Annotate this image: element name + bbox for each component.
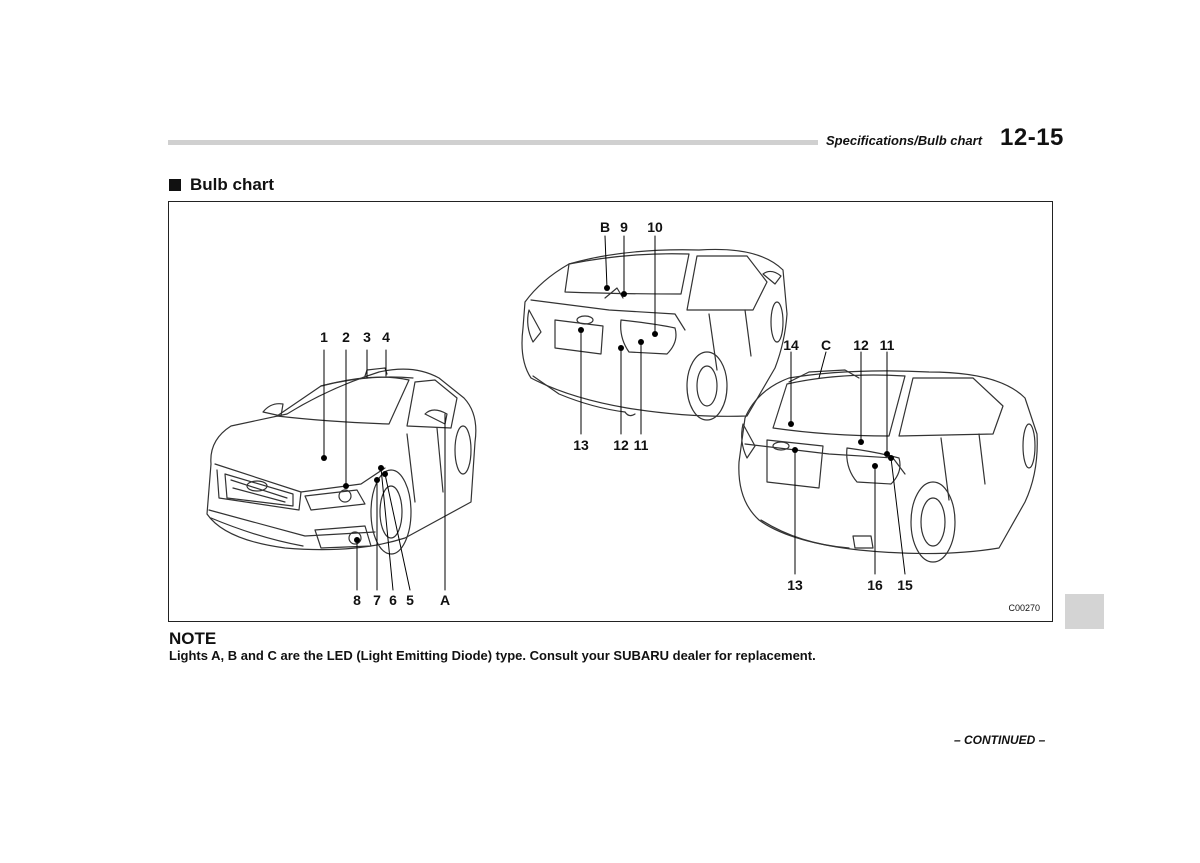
callout-2: 2 — [342, 329, 350, 345]
car-illustrations — [206, 235, 1038, 591]
callout-14: 14 — [783, 337, 799, 353]
callout-leaders — [323, 235, 906, 591]
note-title: NOTE — [169, 629, 217, 648]
square-bullet-icon — [169, 179, 181, 191]
callout-b: B — [599, 219, 611, 235]
bulb-markers — [321, 285, 894, 543]
callout-11-hatch: 11 — [879, 337, 895, 353]
heading-text: Bulb chart — [190, 175, 275, 194]
callout-12-hatch: 12 — [853, 337, 869, 353]
callout-15: 15 — [897, 577, 913, 593]
sedan-rear-drawing — [521, 248, 788, 421]
callout-1: 1 — [320, 329, 328, 345]
callout-6: 6 — [389, 592, 397, 608]
front-car-drawing — [206, 367, 477, 555]
callout-5: 5 — [406, 592, 414, 608]
callout-4: 4 — [382, 329, 390, 345]
callout-11-sedan: 11 — [633, 437, 649, 453]
figure-code: C00270 — [1008, 603, 1040, 613]
section-title: Specifications/Bulb chart — [826, 133, 983, 148]
callout-16: 16 — [867, 577, 883, 593]
callout-a: A — [439, 592, 451, 608]
callout-12-sedan: 12 — [613, 437, 629, 453]
callout-7: 7 — [373, 592, 381, 608]
bulb-chart-figure: 1 2 3 4 8 7 6 5 A B 9 10 13 12 11 14 C 1… — [168, 201, 1053, 622]
section-heading: Bulb chart — [169, 175, 274, 195]
callout-8: 8 — [353, 592, 361, 608]
callout-3: 3 — [363, 329, 371, 345]
callout-c: C — [820, 337, 832, 353]
callout-13-hatch: 13 — [787, 577, 803, 593]
chapter-tab — [1065, 594, 1104, 629]
continued-label: – CONTINUED – — [954, 733, 1046, 747]
callout-9: 9 — [620, 219, 628, 235]
callout-10: 10 — [647, 219, 663, 235]
hatch-rear-drawing — [738, 369, 1038, 563]
page-number: 12-15 — [1000, 124, 1064, 151]
header-rule — [168, 140, 818, 145]
callout-13-sedan: 13 — [573, 437, 589, 453]
note-text: Lights A, B and C are the LED (Light Emi… — [169, 648, 816, 663]
